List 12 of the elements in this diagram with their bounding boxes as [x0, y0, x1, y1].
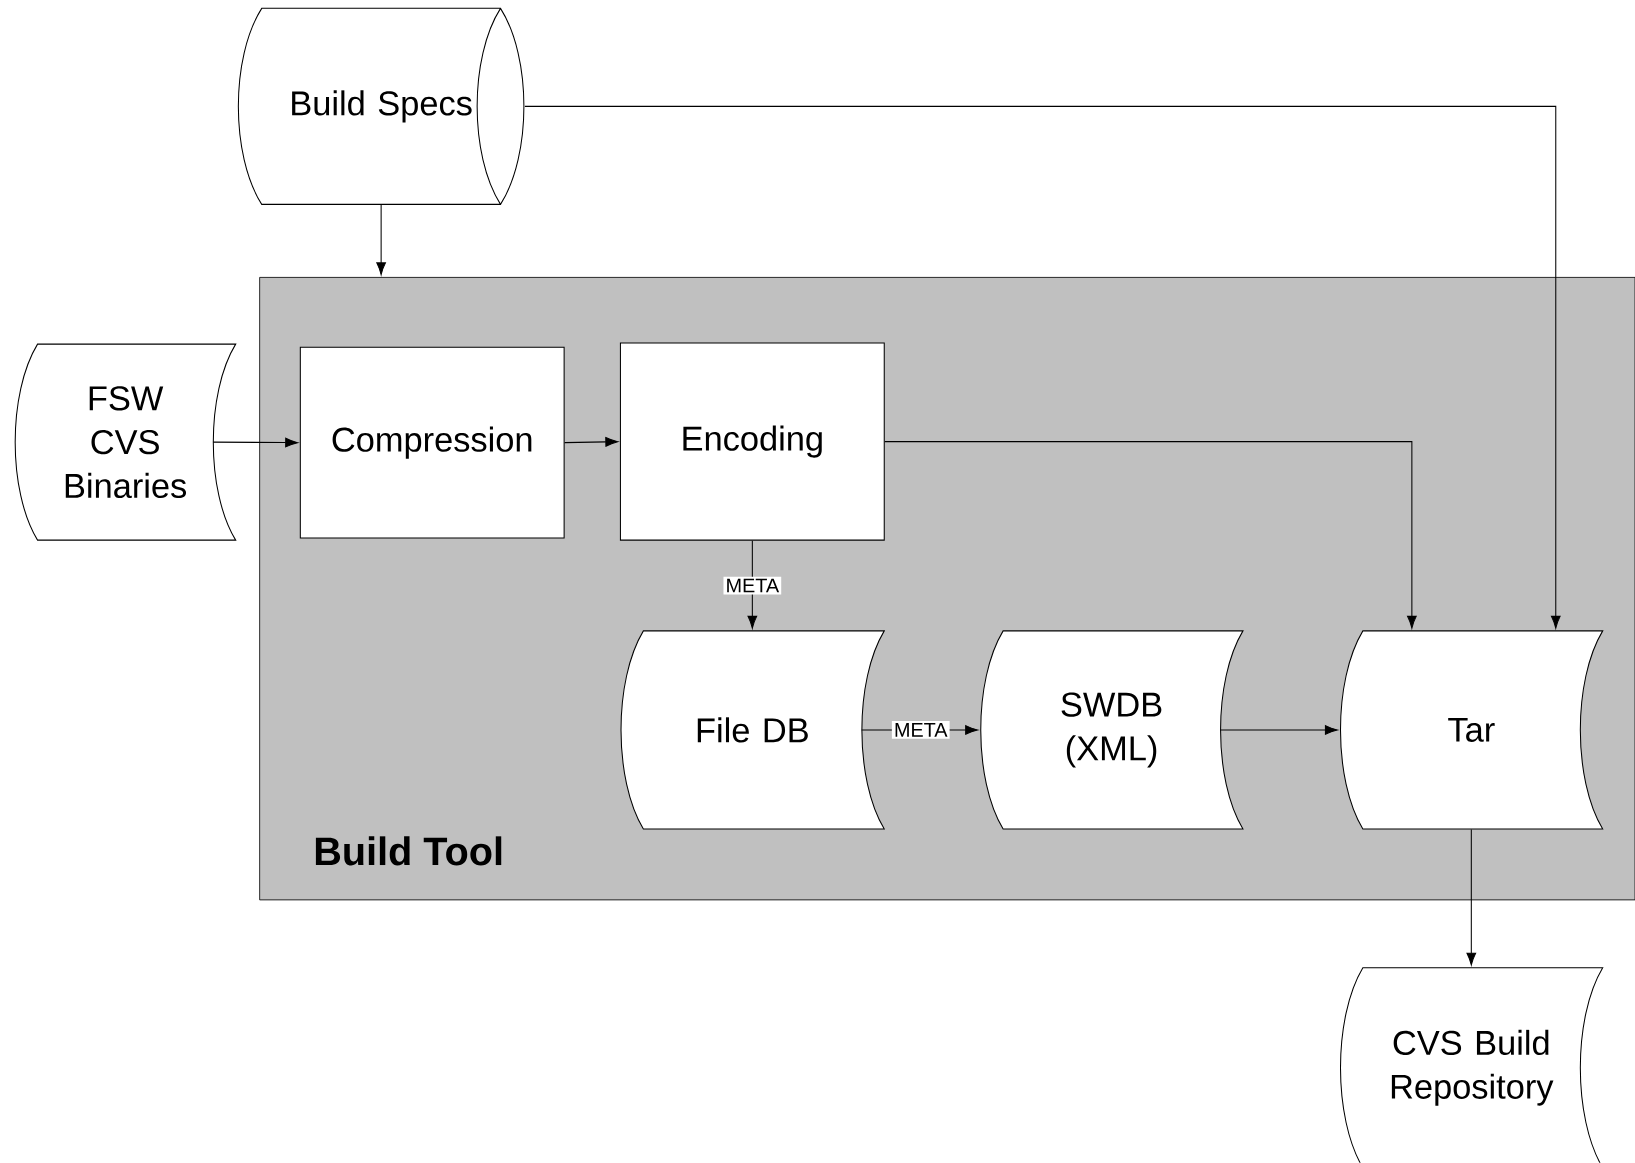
arrow — [1466, 829, 1477, 966]
arrow — [524, 106, 1561, 629]
edge-label: META — [891, 721, 950, 739]
arrow — [747, 540, 758, 629]
process-box: Encoding — [619, 342, 885, 541]
arrow — [212, 437, 299, 448]
arrow — [564, 437, 619, 447]
process-box: Compression — [299, 346, 565, 539]
storage-cylinder: Build Specs — [237, 8, 525, 206]
arrow — [884, 441, 1417, 629]
arrow — [1219, 725, 1338, 735]
arrow — [376, 204, 386, 276]
